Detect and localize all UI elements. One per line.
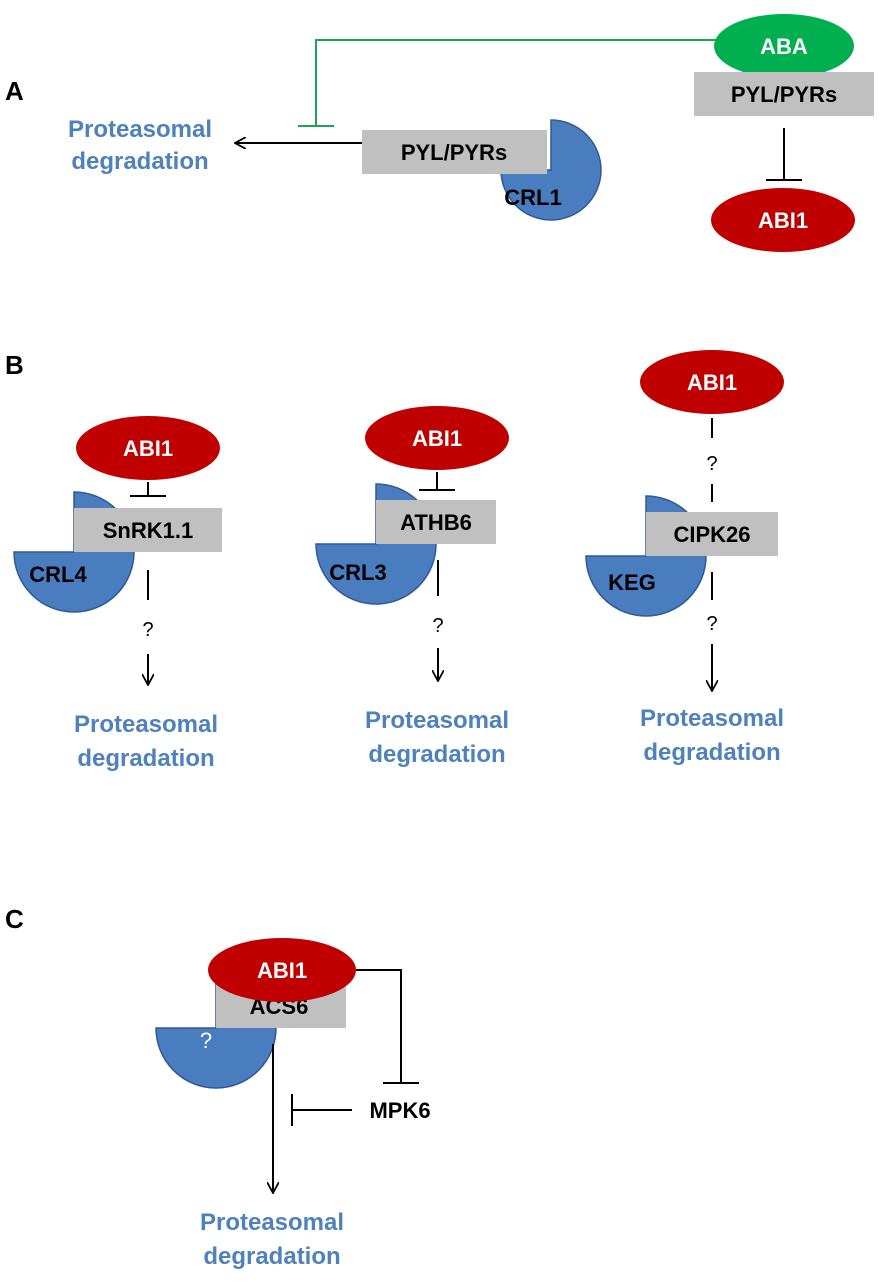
mpk6-inhibits-degradation-line [291,1094,352,1126]
degradation-label-a-line1: Proteasomal [68,116,212,143]
degradation-label-b2-line2: degradation [368,741,505,768]
abi1-ellipse-c [208,938,356,1002]
cipk26-label: CIPK26 [673,522,750,547]
snrk-substrate-box [74,508,222,552]
question-b2: ? [432,615,443,637]
abi1-ellipse-b1 [76,416,220,480]
snrk-label: SnRK1.1 [103,518,193,543]
cipk26-substrate-box [646,512,778,556]
abi1-label-a: ABI1 [758,208,808,233]
abi1-label-b1: ABI1 [123,436,173,461]
abi1-label-c: ABI1 [257,958,307,983]
abi1-inhibits-mpk6-line [356,969,419,1084]
aba-inhibits-degradation-line [298,39,716,127]
degradation-label-b1-line1: Proteasomal [74,711,218,738]
abi1-label-b2: ABI1 [412,426,462,451]
crl1-ligase-shape [500,119,602,221]
unknown-ligase-label: ? [200,1028,212,1053]
crl3-label: CRL3 [329,560,386,585]
degradation-label-b3-line2: degradation [643,739,780,766]
question-b3-top: ? [706,453,717,475]
degradation-label-b3-line1: Proteasomal [640,705,784,732]
question-b3-bottom: ? [706,613,717,635]
abi1-ellipse-b3 [640,350,784,414]
degradation-label-a-line2: degradation [71,148,208,175]
question-b1: ? [142,619,153,641]
degradation-label-b2-line1: Proteasomal [365,707,509,734]
pyl-receptor-box [694,72,874,116]
abi1-ellipse-b2 [365,406,509,470]
panel-a-label: A [5,76,24,106]
athb6-label: ATHB6 [400,510,472,535]
pyl-inhibits-abi1-line [766,128,802,181]
abi1-inhibits-snrk-line [130,482,166,497]
abi1-inhibits-athb6-line [419,472,455,491]
pyl-receptor-label: PYL/PYRs [731,82,837,107]
degradation-label-c-line2: degradation [203,1243,340,1270]
athb6-substrate-box [376,500,496,544]
degradation-label-b1-line2: degradation [77,745,214,772]
pyl-substrate-box [362,130,547,174]
crl4-label: CRL4 [29,562,87,587]
mpk6-label: MPK6 [369,1098,430,1123]
aba-label: ABA [760,34,808,59]
pyl-substrate-label: PYL/PYRs [401,140,507,165]
crl1-label: CRL1 [504,185,561,210]
aba-ellipse [714,14,854,78]
keg-label: KEG [608,570,656,595]
abi1-ellipse-a [711,188,855,252]
degradation-label-c-line1: Proteasomal [200,1209,344,1236]
panel-b-label: B [5,350,24,380]
abi1-label-b3: ABI1 [687,370,737,395]
panel-c-label: C [5,904,24,934]
